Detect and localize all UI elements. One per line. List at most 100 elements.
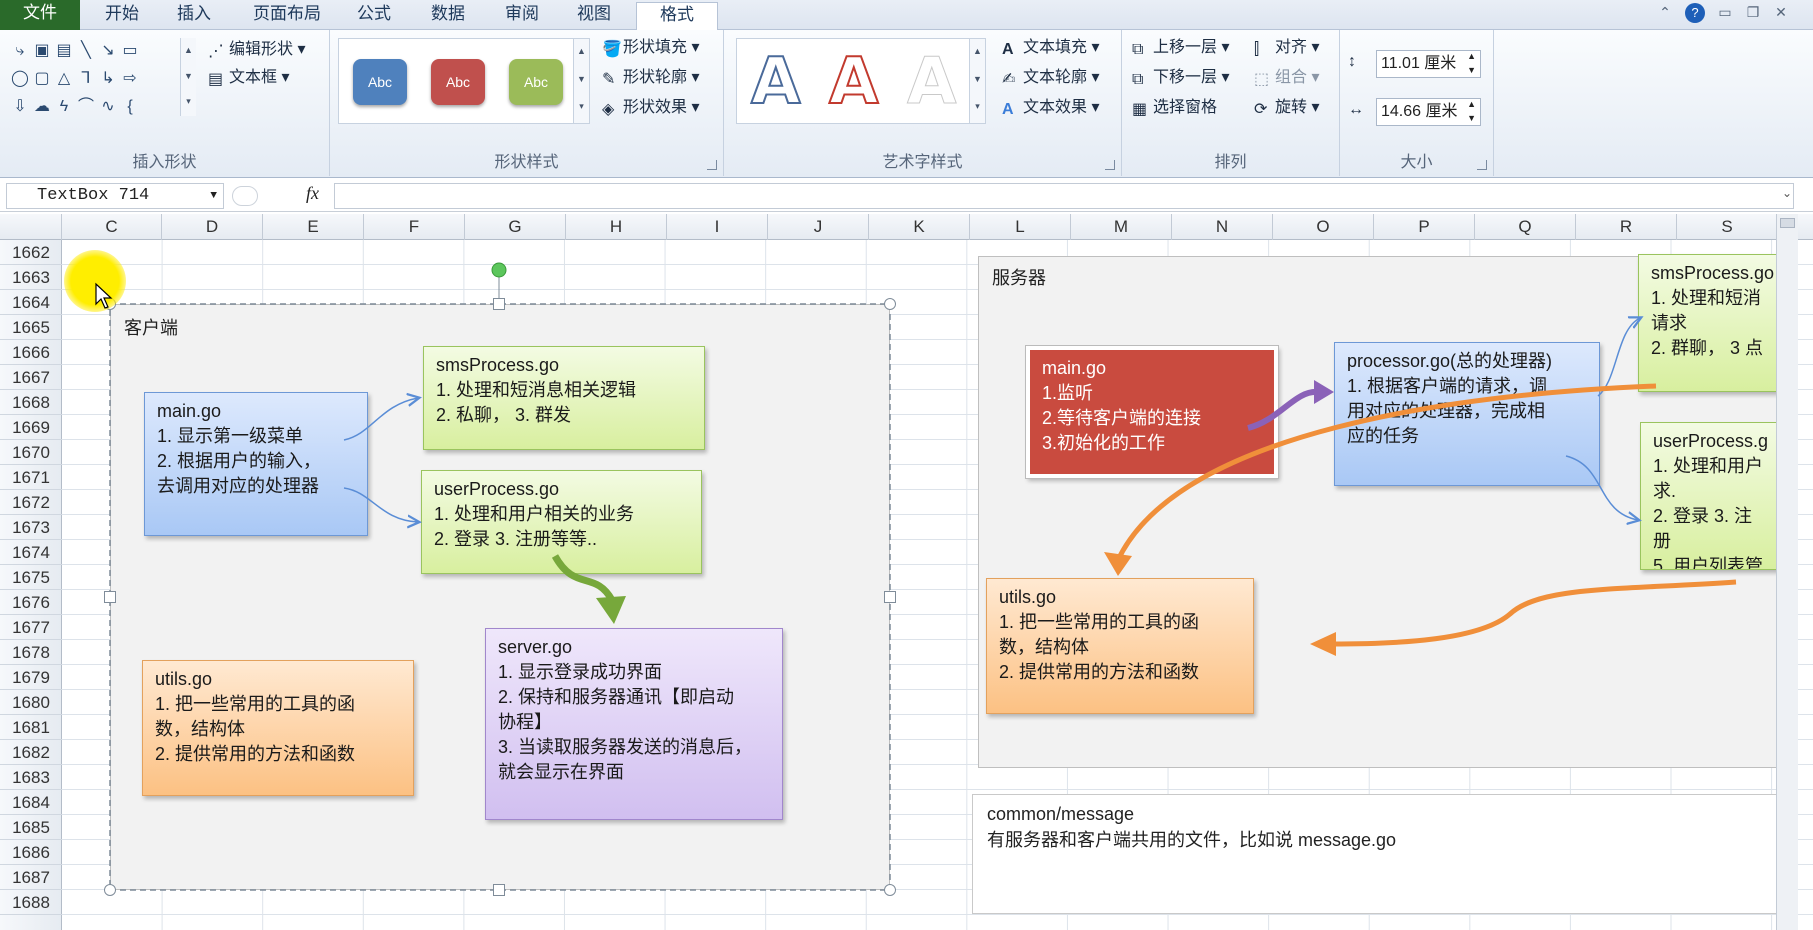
column-header-cell[interactable]: S	[1677, 214, 1778, 240]
freeform-icon[interactable]: ☁	[34, 98, 50, 115]
size-launcher-icon[interactable]	[1477, 160, 1487, 170]
row-header-cell[interactable]: 1677	[0, 615, 62, 640]
tab-format[interactable]: 格式	[636, 2, 718, 32]
selection-pane-button[interactable]: ▦选择窗格	[1132, 96, 1217, 120]
row-header-cell[interactable]: 1678	[0, 640, 62, 665]
rectangle-icon[interactable]: ▭	[122, 42, 138, 59]
row-header-cell[interactable]: 1686	[0, 840, 62, 865]
shapes-gallery[interactable]: ⤷▣▤╲↘▭ ◯▢△⅂↳⇨ ⇩☁ϟ⌒∿{	[10, 38, 185, 124]
shape-styles-gallery[interactable]: Abc Abc Abc ▲▼▾	[338, 38, 590, 124]
shapes-gallery-scroll[interactable]: ▲▼▾	[180, 38, 196, 116]
row-header-cell[interactable]: 1664	[0, 290, 62, 315]
server-processor-box[interactable]: processor.go(总的处理器) 1. 根据客户端的请求，调 用对应的处理…	[1334, 342, 1600, 486]
shape-width-input[interactable]: 14.66 厘米▲▼	[1376, 98, 1481, 126]
rotate-button[interactable]: ⟳旋转 ▾	[1254, 99, 1320, 118]
row-header-cell[interactable]: 1676	[0, 590, 62, 615]
rounded-rect-icon[interactable]: ▢	[34, 70, 50, 87]
column-header-cell[interactable]: H	[566, 214, 667, 240]
column-header-cell[interactable]: O	[1273, 214, 1374, 240]
triangle-icon[interactable]: △	[57, 70, 71, 87]
brace-icon[interactable]: {	[127, 98, 133, 115]
insert-function-icon[interactable]: fx	[306, 183, 319, 203]
align-button[interactable]: ⫿对齐 ▾	[1254, 39, 1320, 58]
row-header-cell[interactable]: 1662	[0, 240, 62, 265]
client-utils-box[interactable]: utils.go 1. 把一些常用的工具的函 数，结构体 2. 提供常用的方法和…	[142, 660, 414, 796]
row-header-cell[interactable]: 1682	[0, 740, 62, 765]
window-restore-icon[interactable]: ❐	[1746, 4, 1760, 20]
window-minimize-icon[interactable]: ▭	[1718, 4, 1732, 20]
client-smsprocess-box[interactable]: smsProcess.go 1. 处理和短消息相关逻辑 2. 私聊， 3. 群发	[423, 346, 705, 450]
column-header-cell[interactable]: R	[1576, 214, 1677, 240]
tab-home[interactable]: 开始	[105, 4, 139, 23]
send-backward-button[interactable]: ⧉下移一层 ▾	[1132, 69, 1230, 88]
shape-styles-scroll[interactable]: ▲▼▾	[573, 39, 589, 123]
name-box-dropdown-icon[interactable]: ▼	[210, 190, 217, 202]
column-header-cell[interactable]: D	[162, 214, 263, 240]
row-header-cell[interactable]: 1674	[0, 540, 62, 565]
tab-view[interactable]: 视图	[577, 4, 611, 23]
bracket-connector-icon[interactable]: ⅂	[81, 70, 91, 87]
column-header-cell[interactable]: M	[1071, 214, 1172, 240]
server-smsprocess-box[interactable]: smsProcess.go 1. 处理和短消 请求 2. 群聊， 3 点	[1638, 254, 1778, 392]
window-close-icon[interactable]: ✕	[1775, 4, 1787, 20]
shape-height-input[interactable]: 11.01 厘米▲▼	[1376, 50, 1481, 78]
wordart-style-outline-red[interactable]: A	[828, 44, 880, 120]
row-header-cell[interactable]: 1675	[0, 565, 62, 590]
server-userprocess-box[interactable]: userProcess.g 1. 处理和用户 求. 2. 登录 3. 注册 5.…	[1640, 422, 1778, 570]
formula-input[interactable]	[334, 183, 1794, 209]
elbow-connector-icon[interactable]: ⤷	[15, 42, 25, 59]
resize-handle-l-icon[interactable]	[104, 591, 116, 603]
line-icon[interactable]: ╲	[81, 42, 91, 59]
row-header-cell[interactable]: 1684	[0, 790, 62, 815]
shape-styles-launcher-icon[interactable]	[707, 160, 717, 170]
resize-handle-t-icon[interactable]	[493, 298, 505, 310]
client-main-go-box[interactable]: main.go 1. 显示第一级菜单 2. 根据用户的输入， 去调用对应的处理器	[144, 392, 368, 536]
down-arrow-shape-icon[interactable]: ⇩	[13, 98, 27, 115]
tab-review[interactable]: 审阅	[505, 4, 539, 23]
row-header-cell[interactable]: 1667	[0, 365, 62, 390]
edit-shape-button[interactable]: ⋰编辑形状 ▾	[208, 41, 306, 60]
row-header-cell[interactable]: 1683	[0, 765, 62, 790]
name-box[interactable]: TextBox 714▼	[6, 183, 224, 209]
column-header-cell[interactable]: P	[1374, 214, 1475, 240]
oval-icon[interactable]: ◯	[11, 70, 29, 87]
wordart-scroll[interactable]: ▲▼▾	[969, 39, 985, 123]
right-arrow-shape-icon[interactable]: ⇨	[123, 70, 137, 87]
arc-icon[interactable]: ⌒	[77, 98, 94, 115]
row-header-cell[interactable]: 1679	[0, 665, 62, 690]
textbox-button[interactable]: ▤文本框 ▾	[208, 69, 290, 88]
wordart-launcher-icon[interactable]	[1105, 160, 1115, 170]
curve-icon[interactable]: ∿	[101, 98, 115, 115]
column-header-cell[interactable]: K	[869, 214, 970, 240]
resize-handle-tr-icon[interactable]	[884, 298, 896, 310]
column-header-cell[interactable]: G	[465, 214, 566, 240]
shape-style-blue[interactable]: Abc	[353, 59, 407, 105]
height-spinner-icon[interactable]: ▲▼	[1467, 51, 1476, 75]
arrow-line-icon[interactable]: ↘	[101, 42, 115, 59]
vertical-textbox-icon[interactable]: ▤	[56, 42, 72, 59]
minimize-ribbon-icon[interactable]: ⌃	[1659, 4, 1671, 20]
elbow-arrow-icon[interactable]: ↳	[101, 70, 115, 87]
shape-style-green[interactable]: Abc	[509, 59, 563, 105]
resize-handle-b-icon[interactable]	[493, 884, 505, 896]
tab-page-layout[interactable]: 页面布局	[253, 4, 321, 23]
row-header-cell[interactable]: 1681	[0, 715, 62, 740]
help-icon[interactable]: ?	[1685, 3, 1705, 23]
text-outline-button[interactable]: ✍文本轮廓 ▾	[1002, 69, 1100, 88]
vertical-scrollbar[interactable]	[1776, 214, 1798, 930]
server-utils-box[interactable]: utils.go 1. 把一些常用的工具的函 数，结构体 2. 提供常用的方法和…	[986, 578, 1254, 714]
shape-fill-button[interactable]: 🪣形状填充 ▾	[602, 39, 700, 58]
column-header-cell[interactable]: C	[62, 214, 162, 240]
row-header-cell[interactable]: 1669	[0, 415, 62, 440]
select-all-corner[interactable]	[0, 214, 62, 240]
wordart-style-outline-blue[interactable]: A	[750, 44, 802, 120]
lightning-icon[interactable]: ϟ	[59, 98, 69, 115]
expand-formula-bar-icon[interactable]: ⌄	[1782, 186, 1793, 200]
column-header-cell[interactable]: I	[667, 214, 768, 240]
shape-outline-button[interactable]: ✎形状轮廓 ▾	[602, 69, 700, 88]
width-spinner-icon[interactable]: ▲▼	[1467, 99, 1476, 123]
row-header-cell[interactable]: 1680	[0, 690, 62, 715]
column-header-cell[interactable]: J	[768, 214, 869, 240]
